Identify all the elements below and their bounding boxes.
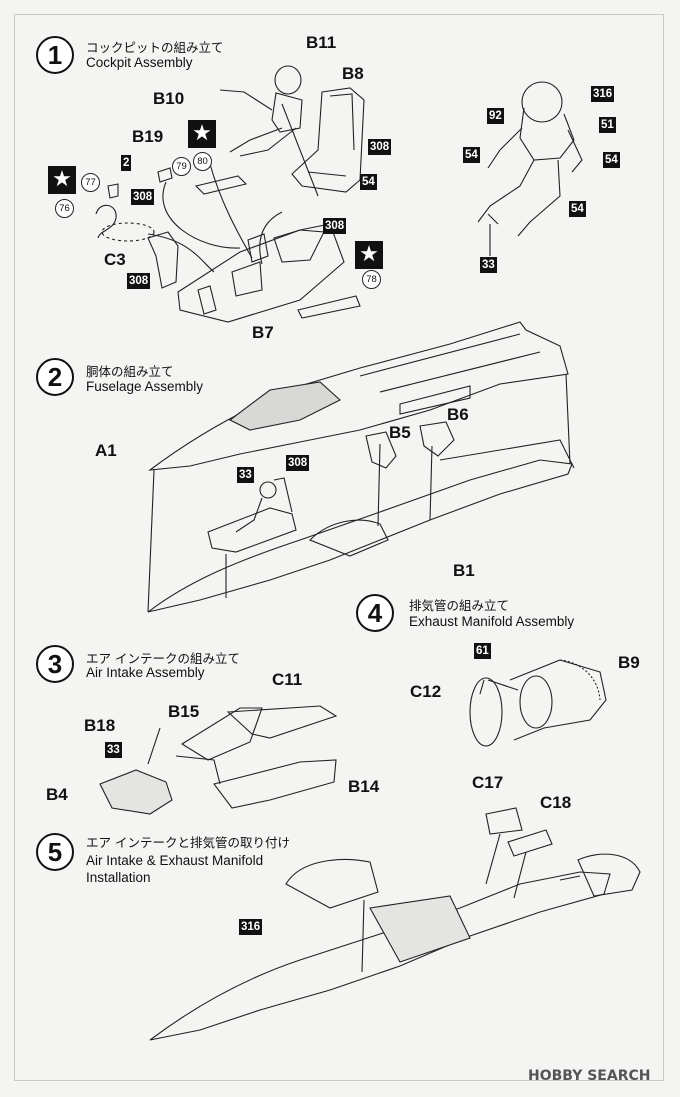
part-label-b15: B15 — [168, 702, 200, 721]
part-label-b18: B18 — [84, 716, 116, 735]
part-c3-shape — [147, 231, 179, 289]
part-b6-shape — [419, 421, 455, 457]
step-3-title-en: Air Intake Assembly — [86, 665, 205, 680]
watermark-logo: HOBBY SEARCH — [528, 1068, 651, 1084]
step-5-number: 5 — [36, 833, 74, 871]
step-3-title-jp: エア インテークの組み立て — [86, 651, 240, 666]
part-label-b5: B5 — [389, 423, 411, 442]
step-2-title-en: Fuselage Assembly — [86, 379, 204, 394]
paint-code: 33 — [480, 257, 497, 273]
decal-number: 76 — [55, 199, 74, 218]
paint-code: 33 — [105, 742, 122, 758]
decal-77-shape — [107, 183, 119, 199]
step-4-number: 4 — [356, 594, 394, 632]
paint-code: 308 — [131, 189, 155, 205]
paint-code: 308 — [323, 218, 347, 234]
fuselage-upper — [148, 321, 569, 471]
stick-b19 — [157, 167, 173, 183]
cable-line — [162, 181, 241, 249]
paint-code: 308 — [286, 455, 310, 471]
decal-78-shape — [297, 295, 361, 319]
part-label-b19: B19 — [132, 127, 164, 146]
pilot-figure-b11 — [219, 65, 303, 157]
exhaust-parts — [469, 659, 607, 747]
paint-code: 61 — [474, 643, 491, 659]
paint-code: 2 — [121, 155, 132, 171]
leader-line — [147, 469, 155, 613]
part-label-c3: C3 — [104, 250, 126, 269]
decal-star-icon: ★ — [188, 120, 216, 148]
step-5-title-jp: エア インテークと排気管の取り付け — [86, 835, 290, 850]
decal-star-icon: ★ — [48, 166, 76, 194]
paint-code: 316 — [591, 86, 615, 102]
ejection-seat-b8 — [291, 87, 365, 193]
part-label-b10: B10 — [153, 89, 185, 108]
decal-number: 78 — [362, 270, 381, 289]
part-label-b14: B14 — [348, 777, 380, 796]
decal-number: 80 — [193, 152, 212, 171]
paint-code: 54 — [569, 201, 586, 217]
paint-code: 54 — [463, 147, 480, 163]
part-label-b9: B9 — [618, 653, 640, 672]
decal-76-shape — [95, 204, 117, 239]
decal-number: 77 — [81, 173, 100, 192]
leader-line — [377, 443, 381, 527]
leader-line — [479, 679, 485, 695]
leader-line — [487, 679, 519, 691]
paint-code: 33 — [237, 467, 254, 483]
part-b5-shape — [365, 431, 397, 469]
part-label-c17: C17 — [472, 773, 504, 792]
leader-line — [361, 899, 365, 973]
part-label-b8: B8 — [342, 64, 364, 83]
part-label-a1: A1 — [95, 441, 117, 460]
part-label-b4: B4 — [46, 785, 68, 804]
paint-code: 316 — [239, 919, 263, 935]
aircraft-assembly — [149, 807, 641, 1041]
step-5-title-en: Air Intake & Exhaust Manifold — [86, 853, 264, 868]
leader-line — [429, 445, 433, 521]
pilot-figure-large — [477, 81, 583, 237]
leader-line — [559, 875, 581, 881]
decal-80-shape — [194, 175, 248, 195]
step-1-title-jp: コックピットの組み立て — [86, 40, 224, 55]
leader-line — [147, 233, 215, 273]
paint-code: 308 — [368, 139, 392, 155]
paint-code: 54 — [603, 152, 620, 168]
paint-code: 54 — [360, 174, 377, 190]
part-label-b6: B6 — [447, 405, 469, 424]
leader-line — [259, 211, 283, 265]
page-border — [14, 14, 664, 1081]
air-intake-parts — [99, 705, 338, 815]
step-4-title-en: Exhaust Manifold Assembly — [409, 614, 575, 629]
step-3-number: 3 — [36, 645, 74, 683]
leader-line — [565, 373, 571, 465]
step-5-title-en-line2: Installation — [86, 870, 151, 885]
paint-code: 308 — [127, 273, 151, 289]
part-label-c12: C12 — [410, 682, 442, 701]
paint-code: 51 — [599, 117, 616, 133]
leader-line — [281, 103, 319, 197]
part-label-b7: B7 — [252, 323, 274, 342]
paint-code: 92 — [487, 108, 504, 124]
step-1-title-en: Cockpit Assembly — [86, 55, 193, 70]
part-label-c11: C11 — [272, 670, 303, 689]
decal-number: 79 — [172, 157, 191, 176]
part-label-b11: B11 — [306, 33, 337, 52]
decal-guide — [101, 222, 155, 242]
pilot-seat-assembly — [207, 477, 297, 553]
step-4-title-jp: 排気管の組み立て — [409, 598, 510, 613]
leader-line — [485, 833, 501, 885]
decal-star-icon: ★ — [355, 241, 383, 269]
leader-line — [513, 851, 527, 899]
part-label-b1: B1 — [453, 561, 475, 580]
cable-line — [209, 163, 253, 259]
step-2-title-jp: 胴体の組み立て — [86, 364, 174, 379]
step-2-number: 2 — [36, 358, 74, 396]
step-1-number: 1 — [36, 36, 74, 74]
fuselage-lower — [147, 439, 575, 613]
part-label-c18: C18 — [540, 793, 572, 812]
